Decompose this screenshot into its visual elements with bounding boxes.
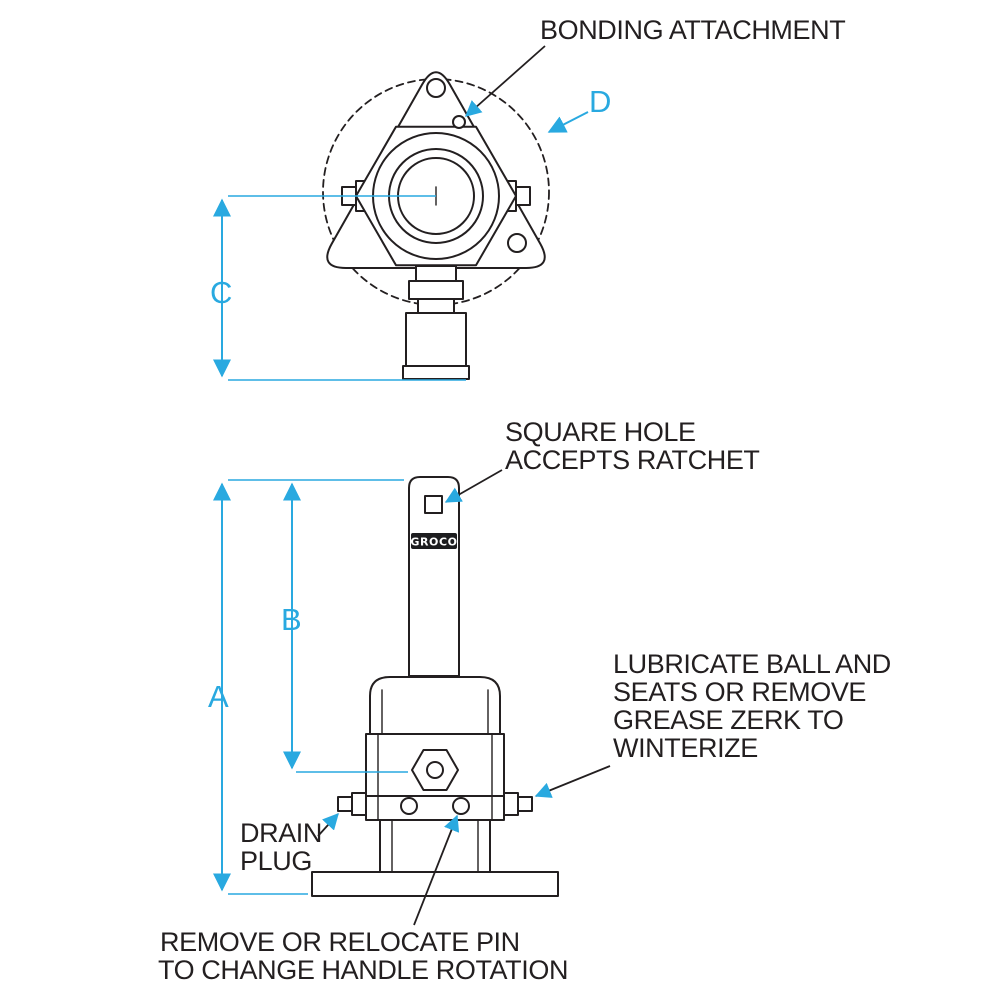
valve-handle <box>408 476 460 677</box>
stem-step-3 <box>417 298 455 314</box>
right-lug-bolt <box>515 186 531 206</box>
remove-pin-leader <box>413 814 460 926</box>
lubricate-label-line4: WINTERIZE <box>613 733 758 763</box>
base-neck <box>379 819 491 873</box>
handle-pin-right <box>452 797 470 815</box>
remove-pin-label-line1: REMOVE OR RELOCATE PIN <box>160 927 520 957</box>
top-view-flange <box>322 71 550 380</box>
stem-step-1 <box>415 265 457 282</box>
grease-zerk-tip <box>426 761 444 779</box>
lubricate-label-line3: GREASE ZERK TO <box>613 705 843 735</box>
bonding-attachment-leader <box>464 45 546 117</box>
right-plug-bolt <box>517 796 533 812</box>
remove-pin-label-line2: TO CHANGE HANDLE ROTATION <box>158 955 568 985</box>
side-view-valve: GROCO <box>311 476 559 897</box>
drain-plug-leader <box>317 813 339 837</box>
square-hole-label-line1: SQUARE HOLE <box>505 417 696 447</box>
drain-plug-washer <box>351 792 367 816</box>
mount-hole-right <box>507 233 527 253</box>
stem-step-2 <box>408 280 464 300</box>
ball-housing <box>369 676 501 735</box>
square-ratchet-hole <box>424 495 443 514</box>
lubricate-label-line1: LUBRICATE BALL AND <box>613 649 891 679</box>
bonding-screw <box>452 115 466 129</box>
dim-b-label: B <box>281 602 302 637</box>
right-plug-washer <box>503 792 519 816</box>
brand-logo: GROCO <box>410 536 457 549</box>
lubricate-leader <box>534 765 611 798</box>
base-flange-plate <box>311 871 559 897</box>
pipe-lip <box>402 365 470 380</box>
lubricate-label-line2: SEATS OR REMOVE <box>613 677 866 707</box>
pipe-body <box>405 312 467 367</box>
drain-plug-label-line1: DRAIN <box>240 818 322 848</box>
square-hole-label-line2: ACCEPTS RATCHET <box>505 445 760 475</box>
dimension-annotations: C D A B <box>208 84 611 895</box>
bonding-attachment-label: BONDING ATTACHMENT <box>540 15 845 45</box>
mount-hole-top <box>426 78 446 98</box>
callout-annotations: BONDING ATTACHMENT SQUARE HOLE ACCEPTS R… <box>158 15 891 985</box>
dim-c-label: C <box>210 275 232 310</box>
dim-d-arrow <box>547 111 589 133</box>
brand-plate <box>411 533 457 549</box>
drain-plug-label-line2: PLUG <box>240 846 312 876</box>
drain-plug-bolt <box>337 796 353 812</box>
dim-d-label: D <box>589 84 611 119</box>
square-hole-leader <box>444 469 503 503</box>
handle-pin-left <box>400 797 418 815</box>
dim-a-label: A <box>208 679 229 714</box>
